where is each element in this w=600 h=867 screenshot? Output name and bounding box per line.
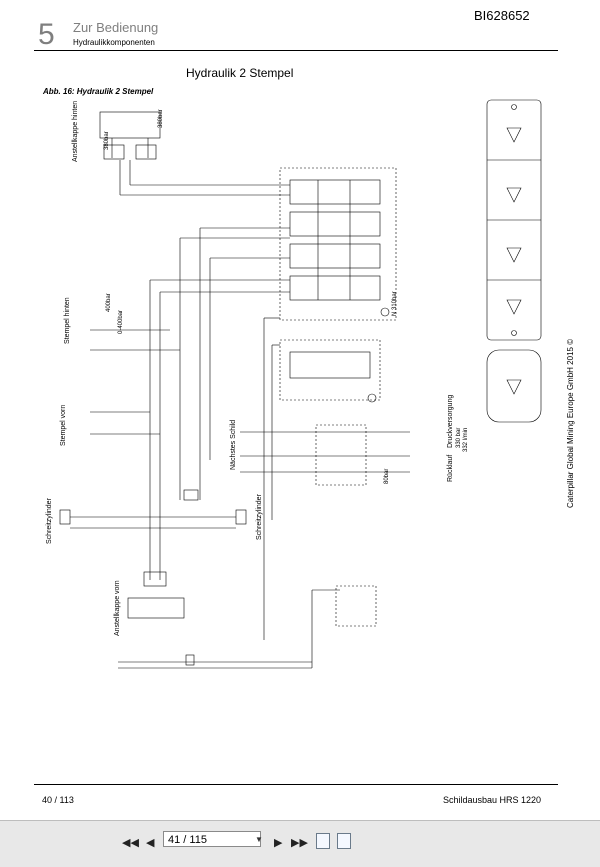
header-divider	[34, 50, 558, 51]
label-anstellkappe-vorn: Anstellkappe vorn	[114, 580, 121, 636]
label-0-400bar: 0-400bar	[118, 309, 124, 334]
label-druckversorgung: Druckversorgung	[447, 394, 454, 448]
hydraulic-schematic	[59, 99, 542, 669]
footer-page-number: 40 / 113	[42, 795, 74, 805]
label-330bar: 330 bar	[456, 427, 462, 448]
footer-divider	[34, 784, 558, 785]
label-380bar-a: 380bar	[104, 131, 110, 150]
chevron-down-icon[interactable]: ▼	[255, 835, 263, 844]
document-code: BI628652	[474, 8, 530, 23]
label-ruecklauf: Rücklauf	[447, 454, 454, 482]
label-80bar: 80bar	[384, 468, 390, 484]
document-page: 5 Zur Bedienung Hydraulikkomponenten BI6…	[0, 0, 600, 820]
label-naechstes-schild: Nächstes Schild	[230, 419, 237, 470]
label-schreitzylinder-left: Schreitzylinder	[46, 498, 53, 544]
label-380bar-b: 380bar	[158, 109, 164, 128]
last-page-icon[interactable]: ▶▶	[291, 837, 308, 849]
chapter-subtitle: Hydraulikkomponenten	[73, 38, 155, 47]
first-page-icon[interactable]: ◀◀	[122, 837, 139, 849]
figure-title: Hydraulik 2 Stempel	[186, 66, 294, 80]
label-400bar: 400bar	[106, 293, 112, 312]
pdf-navigation-toolbar: ◀◀ ◀ 41 / 115 ▼ ▶ ▶▶	[0, 820, 600, 867]
chapter-title: Zur Bedienung	[73, 20, 159, 35]
copyright-notice: Caterpillar Global Mining Europe GmbH 20…	[566, 338, 575, 508]
chapter-number: 5	[38, 18, 55, 51]
page-number-field[interactable]: 41 / 115	[163, 831, 261, 847]
label-anstellkappe-hinten: Anstellkappe hinten	[72, 100, 79, 162]
copy-page-icon[interactable]	[316, 833, 330, 849]
paste-page-icon[interactable]	[337, 833, 351, 849]
next-page-icon[interactable]: ▶	[274, 837, 283, 849]
label-n-310bar: N 310bar	[392, 291, 398, 316]
footer-document-title: Schildausbau HRS 1220	[443, 795, 542, 805]
label-stempel-hinten: Stempel hinten	[64, 297, 71, 344]
figure-caption: Abb. 16: Hydraulik 2 Stempel	[43, 87, 154, 96]
label-stempel-vorn: Stempel vorn	[60, 404, 67, 446]
label-schreitzylinder-mid: Schreitzylinder	[256, 494, 263, 540]
previous-page-icon[interactable]: ◀	[146, 837, 155, 849]
label-332lmin: 332 l/min	[463, 427, 469, 452]
